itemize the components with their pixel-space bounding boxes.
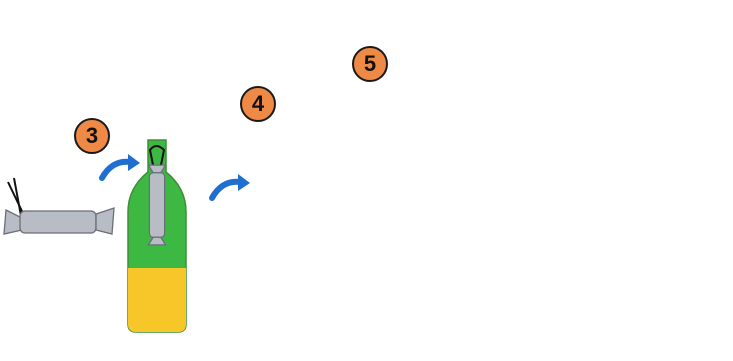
curved-arrow-icon — [102, 154, 140, 178]
step-badge-4: 4 — [240, 86, 276, 122]
step-badge-label: 4 — [252, 91, 264, 117]
step-badge-5: 5 — [352, 46, 388, 82]
step-badge-3: 3 — [74, 118, 110, 154]
curved-arrow-icon — [212, 174, 250, 198]
step-badge-label: 3 — [86, 123, 98, 149]
bottle-icon — [128, 140, 186, 332]
step-badge-label: 5 — [364, 51, 376, 77]
mentos-candy-icon — [4, 178, 114, 234]
